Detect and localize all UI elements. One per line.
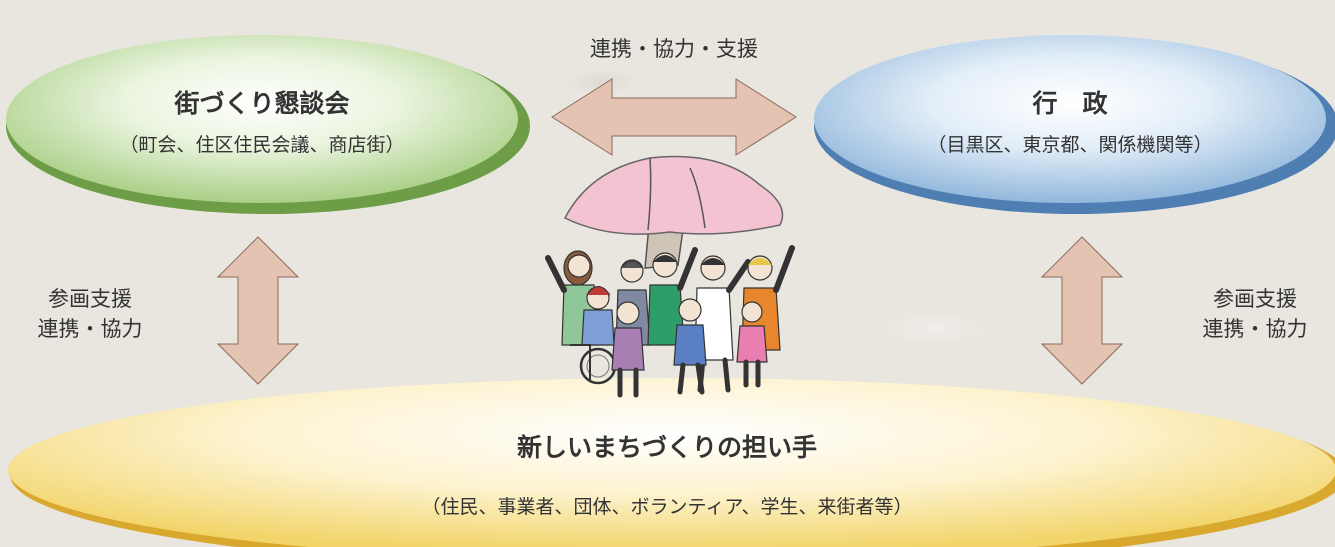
right-node-subtitle: （目黒区、東京都、関係機関等）: [927, 134, 1213, 156]
left-arrow-label-line2: 連携・協力: [37, 317, 143, 341]
community-illustration: [545, 155, 795, 398]
right-node-title: 行 政: [1032, 89, 1108, 118]
right-node-ellipse: [814, 35, 1335, 214]
top-arrow-label: 連携・協力・支援: [590, 37, 758, 61]
right-arrow-label-line2: 連携・協力: [1202, 317, 1308, 341]
person-figure: [694, 255, 751, 393]
right-arrow-label-line1: 参画支援: [1213, 287, 1297, 311]
bottom-node-title: 新しいまちづくりの担い手: [516, 433, 817, 462]
wheelchair-user: [570, 286, 617, 385]
left-node-ellipse: [6, 35, 530, 214]
tree-canopy: [563, 155, 784, 235]
left-node-subtitle: （町会、住区住民会議、商店街）: [119, 134, 405, 156]
horizontal-double-arrow: [551, 78, 797, 156]
right-arrow-label: 参画支援 連携・協力: [1185, 284, 1325, 344]
left-vertical-double-arrow: [216, 236, 300, 385]
left-node-title: 街づくり懇談会: [174, 89, 350, 118]
person-figure: [647, 247, 698, 346]
left-arrow-label: 参画支援 連携・協力: [20, 284, 160, 344]
person-figure: [611, 301, 645, 398]
bottom-node-subtitle: （住民、事業者、団体、ボランティア、学生、来街者等）: [421, 496, 913, 518]
person-figure: [673, 298, 707, 395]
right-vertical-double-arrow: [1040, 236, 1124, 385]
bottom-node-ellipse: [8, 378, 1335, 547]
person-figure: [736, 301, 768, 388]
left-arrow-label-line1: 参画支援: [48, 287, 132, 311]
